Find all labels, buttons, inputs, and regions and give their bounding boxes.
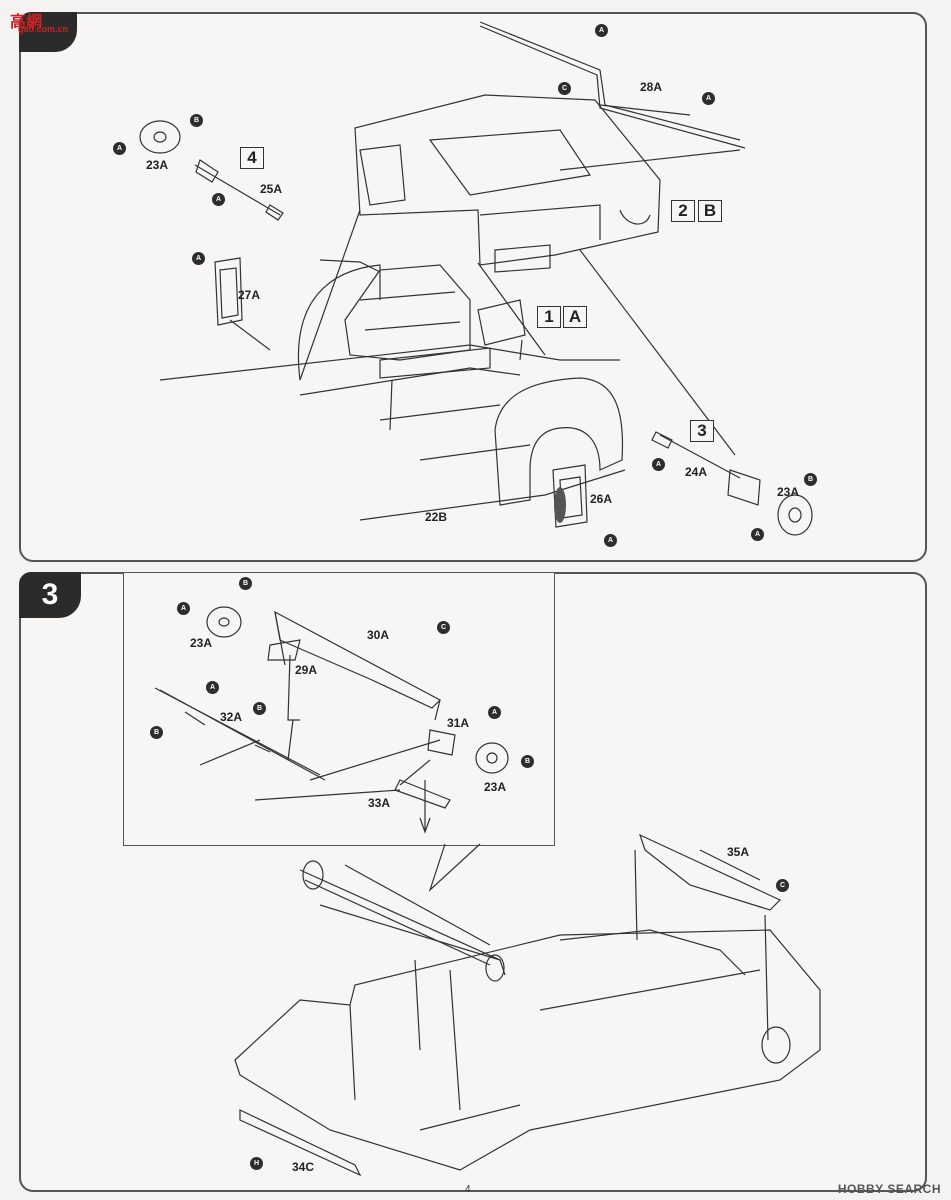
- part-label-27a: 27A: [238, 288, 261, 302]
- site-logo: 高網 gao.com.cn: [4, 4, 74, 38]
- subassembly-box-3: 3: [690, 420, 714, 442]
- watermark: HOBBY SEARCH: [837, 1182, 941, 1196]
- sprue-tag-a: A: [604, 534, 617, 547]
- sprue-tag-a: A: [212, 193, 225, 206]
- sprue-tag-c: C: [558, 82, 571, 95]
- sprue-tag-a: A: [488, 706, 501, 719]
- sprue-tag-a: A: [113, 142, 126, 155]
- sprue-tag-b: B: [239, 577, 252, 590]
- sprue-tag-c: C: [776, 879, 789, 892]
- part-label-34c: 34C: [292, 1160, 315, 1174]
- sprue-tag-a: A: [192, 252, 205, 265]
- sprue-tag-a: A: [206, 681, 219, 694]
- part-label-22b: 22B: [425, 510, 448, 524]
- part-label-28a: 28A: [640, 80, 663, 94]
- part-label-32a: 32A: [220, 710, 243, 724]
- step-panel-2: [19, 12, 927, 562]
- sprue-tag-b: B: [253, 702, 266, 715]
- part-label-24a: 24A: [685, 465, 708, 479]
- subassembly-box-A: A: [563, 306, 587, 328]
- page-number: 4: [465, 1184, 471, 1195]
- sprue-tag-c: C: [437, 621, 450, 634]
- step-number-tab: 3: [19, 572, 81, 618]
- subassembly-box-4: 4: [240, 147, 264, 169]
- sprue-tag-a: A: [702, 92, 715, 105]
- sprue-tag-b: B: [804, 473, 817, 486]
- part-label-33a: 33A: [368, 796, 391, 810]
- part-label-23a: 23A: [777, 485, 800, 499]
- subassembly-box-1: 1: [537, 306, 561, 328]
- part-label-29a: 29A: [295, 663, 318, 677]
- sprue-tag-a: A: [751, 528, 764, 541]
- sprue-tag-b: B: [190, 114, 203, 127]
- part-label-23a: 23A: [190, 636, 213, 650]
- sprue-tag-b: B: [150, 726, 163, 739]
- site-logo-url: gao.com.cn: [18, 24, 69, 34]
- sprue-tag-a: A: [652, 458, 665, 471]
- step-number-tab: [19, 12, 77, 52]
- sprue-tag-a: A: [177, 602, 190, 615]
- part-label-25a: 25A: [260, 182, 283, 196]
- subassembly-box-B: B: [698, 200, 722, 222]
- part-label-30a: 30A: [367, 628, 390, 642]
- part-label-31a: 31A: [447, 716, 470, 730]
- part-label-23a: 23A: [146, 158, 169, 172]
- subassembly-box-2: 2: [671, 200, 695, 222]
- part-label-35a: 35A: [727, 845, 750, 859]
- sprue-tag-a: A: [595, 24, 608, 37]
- site-logo-main: 高網: [10, 14, 43, 31]
- part-label-23a: 23A: [484, 780, 507, 794]
- part-label-26a: 26A: [590, 492, 613, 506]
- sprue-tag-b: B: [521, 755, 534, 768]
- sprue-tag-h: H: [250, 1157, 263, 1170]
